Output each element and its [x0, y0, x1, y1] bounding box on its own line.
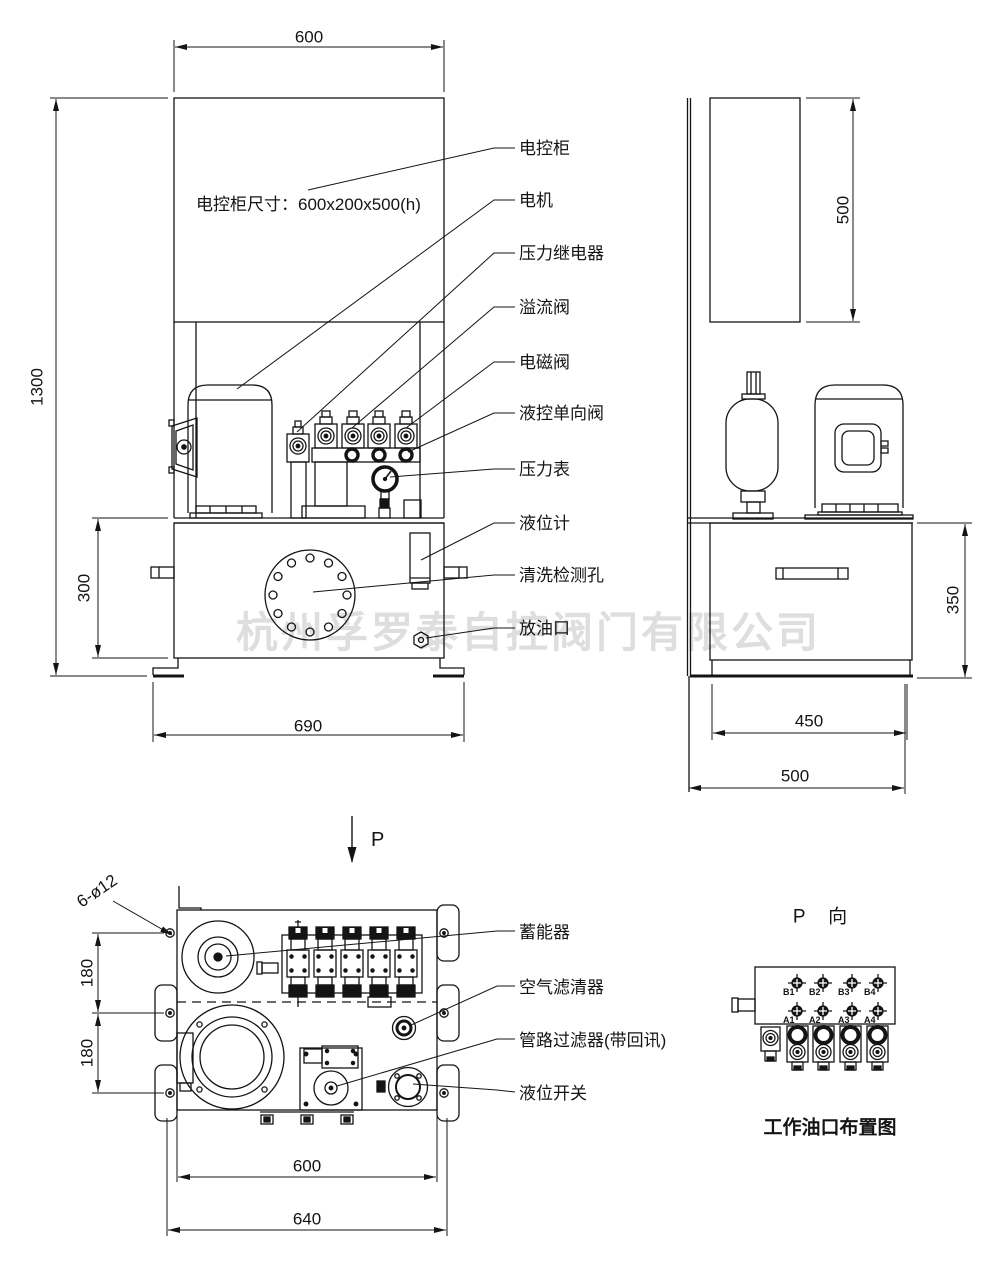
label-pilot-check-valve: 液控单向阀 — [519, 404, 604, 423]
dim-top-outer-width: 640 — [292, 1209, 322, 1229]
view-arrow-p: P — [371, 829, 385, 851]
port-view-caption: 工作油口布置图 — [763, 1117, 897, 1139]
label-air-filter: 空气滤清器 — [519, 978, 604, 997]
dim-hole-spacing-b: 180 — [77, 1038, 97, 1068]
label-pressure-gauge: 压力表 — [519, 460, 570, 479]
dim-tank-height: 300 — [74, 573, 94, 603]
port-label-a4: A4 — [864, 1015, 876, 1025]
dim-top-inner-width: 600 — [292, 1156, 322, 1176]
label-pressure-relay: 压力继电器 — [519, 244, 604, 263]
label-line-filter: 管路过滤器(带回讯) — [519, 1031, 667, 1050]
label-cabinet: 电控柜 — [519, 139, 570, 158]
label-solenoid-valve: 电磁阀 — [519, 353, 570, 372]
port-label-b1: B1 — [783, 987, 795, 997]
label-drain-port: 放油口 — [519, 619, 570, 638]
label-clean-inspect-hole: 清洗检测孔 — [519, 566, 604, 585]
label-accumulator: 蓄能器 — [519, 923, 570, 942]
port-label-a1: A1 — [783, 1015, 795, 1025]
label-relief-valve: 溢流阀 — [519, 298, 570, 317]
port-label-b4: B4 — [864, 987, 876, 997]
watermark: 杭州孚罗泰自控阀门有限公司 — [236, 609, 822, 656]
dim-side-tank-height: 350 — [943, 585, 963, 615]
cabinet-size-note: 电控柜尺寸：600x200x500(h) — [196, 195, 421, 214]
port-view-title: P 向 — [792, 906, 850, 928]
dim-side-base-width: 500 — [780, 766, 810, 786]
label-level-gauge: 液位计 — [519, 514, 570, 533]
dim-side-cabinet-height: 500 — [833, 195, 853, 225]
dim-total-height: 1300 — [27, 368, 47, 406]
port-label-b2: B2 — [809, 987, 821, 997]
dim-hole-spacing-a: 180 — [77, 958, 97, 988]
dim-base-width: 690 — [293, 716, 323, 736]
label-level-switch: 液位开关 — [519, 1084, 587, 1103]
port-label-a2: A2 — [809, 1015, 821, 1025]
dim-top-width: 600 — [294, 27, 324, 47]
label-motor: 电机 — [519, 191, 553, 210]
port-label-b3: B3 — [838, 987, 850, 997]
dim-side-tank-width: 450 — [794, 711, 824, 731]
port-label-a3: A3 — [838, 1015, 850, 1025]
